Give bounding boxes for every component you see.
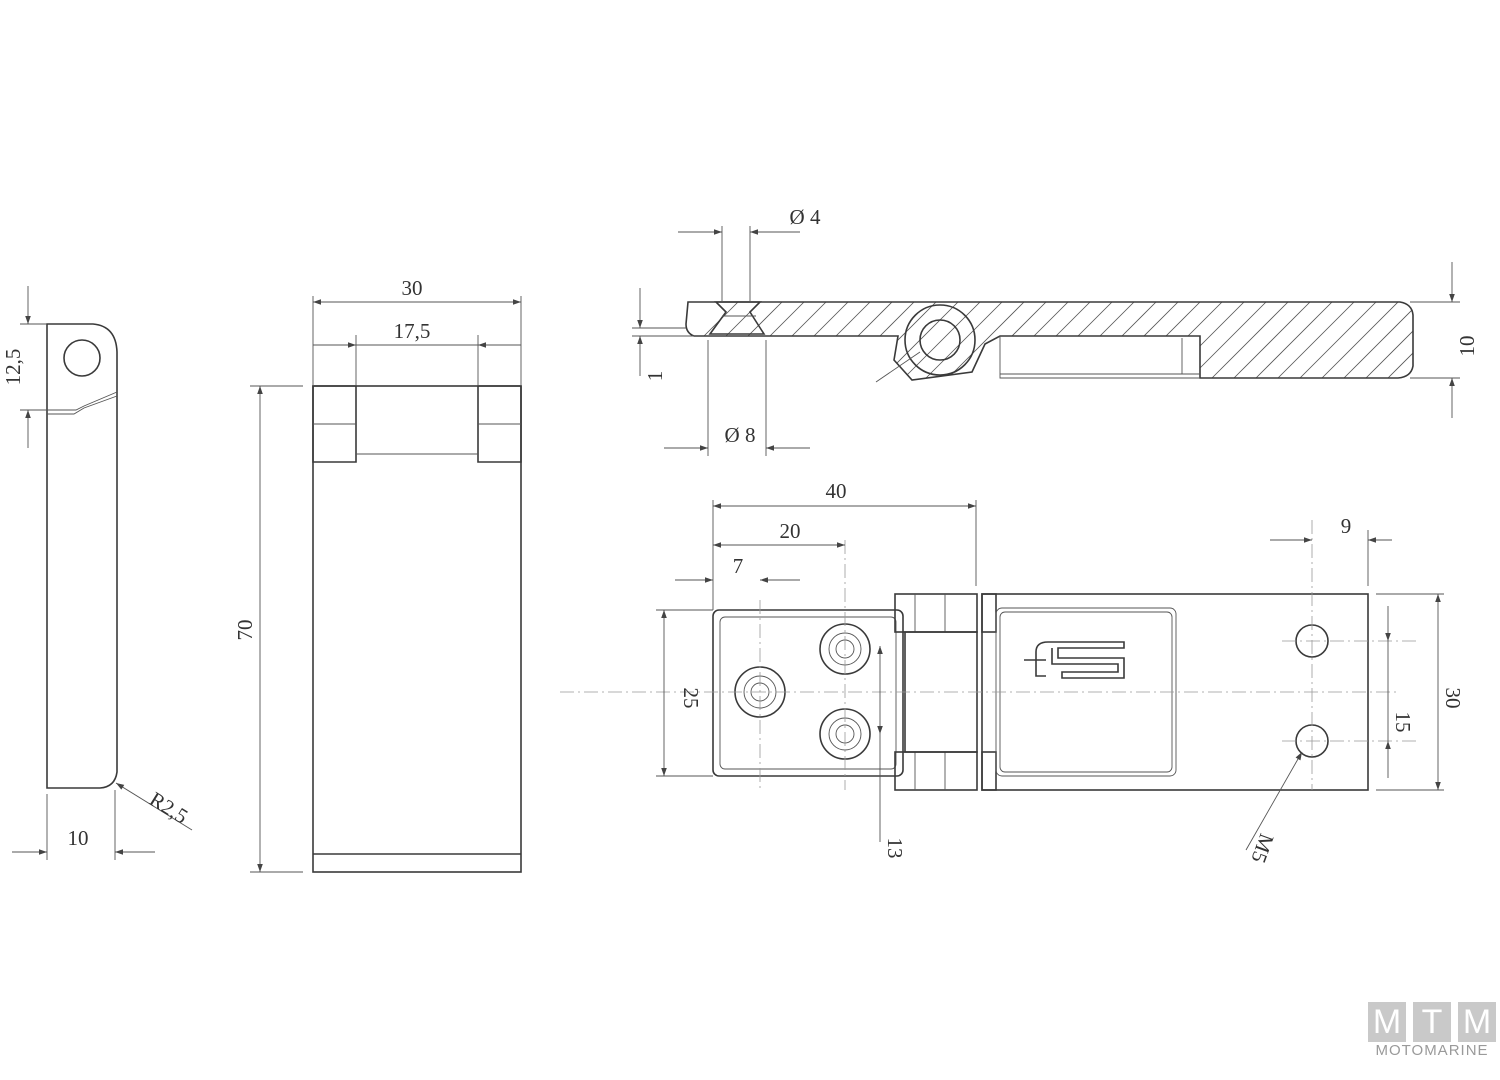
side-view: 10 12,5 R2,5 [1, 286, 193, 860]
dim-plan-7: 7 [733, 554, 744, 578]
dim-plan-13: 13 [883, 838, 907, 859]
dim-front-length: 70 [233, 620, 257, 641]
section-hatch-line [1297, 302, 1379, 380]
section-hatch-line [835, 302, 917, 380]
dim-thickness: 10 [1455, 336, 1479, 357]
section-hatch-line [1011, 302, 1093, 380]
dim-side-height: 12,5 [1, 349, 25, 386]
section-hatch-line [791, 302, 873, 380]
section-hatch-line [1319, 302, 1401, 380]
dim-hole-large: Ø 8 [725, 423, 756, 447]
dim-side-width: 10 [68, 826, 89, 850]
section-hatch-line [1099, 302, 1181, 380]
section-hatch-line [989, 302, 1071, 380]
section-hatch-line [1033, 302, 1115, 380]
dim-plan-thread: M5 [1246, 831, 1279, 867]
section-hatch-line [923, 302, 1005, 380]
section-hatch-line [945, 302, 1027, 380]
section-hatch-line [967, 302, 1049, 380]
section-hatch-line [747, 302, 829, 380]
plan-view: 40 20 7 9 25 30 15 13 M5 [560, 479, 1465, 866]
watermark-letter: T [1413, 1002, 1451, 1042]
dim-plan-20: 20 [780, 519, 801, 543]
section-hatch-line [1209, 302, 1291, 380]
dim-front-width: 30 [402, 276, 423, 300]
fs-logo-icon [1024, 641, 1125, 679]
dim-step: 1 [643, 371, 667, 382]
watermark-letter: M [1368, 1002, 1406, 1042]
dim-plan-30: 30 [1441, 688, 1465, 709]
section-hatch-line [1363, 302, 1413, 380]
dim-side-radius: R2,5 [145, 787, 192, 829]
section-hatch-line [1077, 302, 1159, 380]
section-hatch-line [1341, 302, 1413, 380]
section-hatch-line [703, 302, 785, 380]
dim-hole-small: Ø 4 [790, 205, 821, 229]
section-hatch-line [901, 302, 983, 380]
section-hatch-line [1143, 302, 1225, 380]
dim-plan-15: 15 [1391, 712, 1415, 733]
section-hatch-line [1275, 302, 1357, 380]
watermark-letter: M [1458, 1002, 1496, 1042]
section-hatch-line [769, 302, 851, 380]
watermark-name: MOTOMARINE [1375, 1042, 1489, 1059]
dim-plan-40: 40 [826, 479, 847, 503]
section-view: Ø 4 Ø 8 1 10 [632, 205, 1479, 456]
dim-plan-9: 9 [1341, 514, 1352, 538]
front-view: 30 17,5 70 [233, 276, 522, 873]
dim-front-inner: 17,5 [394, 319, 431, 343]
section-hatch-line [1253, 302, 1335, 380]
section-hatch-line [686, 302, 741, 380]
section-hatch-line [1231, 302, 1313, 380]
section-hatch-line [1385, 302, 1413, 380]
section-hatch-line [813, 302, 895, 380]
motomarine-watermark: M T M MOTOMARINE [1368, 1002, 1496, 1078]
section-hatch-line [1121, 302, 1203, 380]
section-hatch-line [1187, 302, 1269, 380]
dim-plan-25: 25 [679, 688, 703, 709]
section-hatch-line [1165, 302, 1247, 380]
section-hatch-line [1055, 302, 1137, 380]
